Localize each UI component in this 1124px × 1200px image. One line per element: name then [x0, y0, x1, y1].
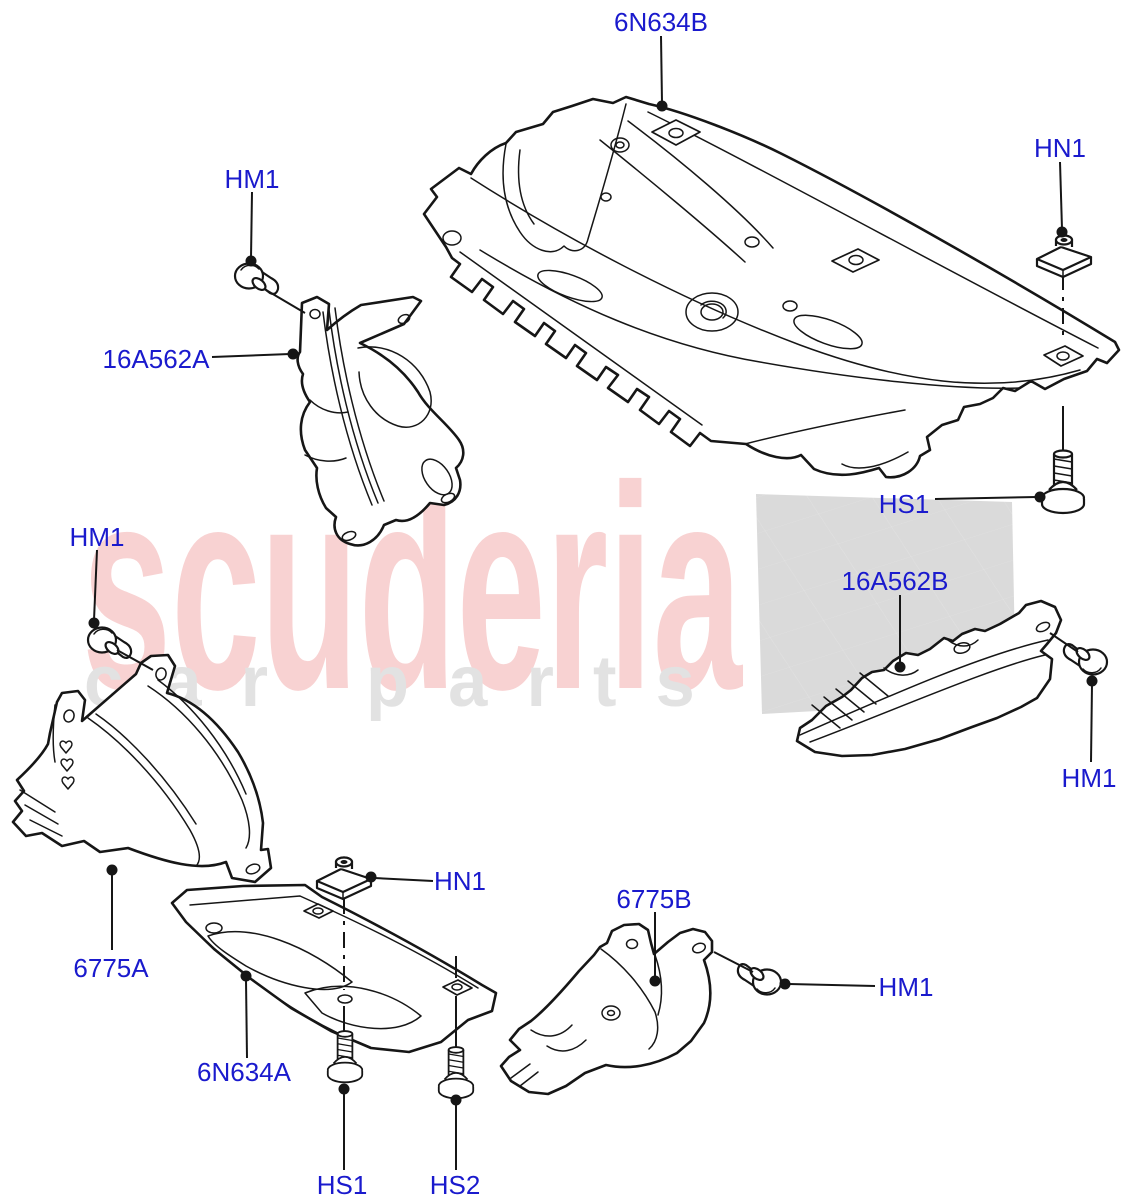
- leader-hn1-top: [1056, 161, 1068, 238]
- leader-hm1-top: [245, 191, 257, 267]
- pin-link-line-right: [1049, 632, 1079, 653]
- callout-hn1-top: HN1: [1034, 133, 1086, 163]
- leader-hs1-right: [934, 491, 1046, 503]
- part-skid-plate-6775a: [11, 653, 273, 884]
- callout-16a562b: 16A562B: [842, 566, 949, 596]
- leader-hn1-bottom: [365, 871, 434, 883]
- leader-lines: [88, 35, 1098, 1170]
- callout-hs1-bottom: HS1: [317, 1170, 368, 1200]
- pin-link-line-top: [265, 289, 306, 314]
- callout-6n634b: 6N634B: [614, 7, 708, 37]
- screw-hs1-right: [1040, 449, 1086, 515]
- callout-6n634a: 6N634A: [197, 1057, 292, 1087]
- pin-link-line-bottom-right: [713, 951, 754, 973]
- callout-hs2: HS2: [430, 1170, 481, 1200]
- push-pin-hm1-top: [233, 262, 280, 295]
- callout-hm1-right: HM1: [1062, 763, 1117, 793]
- leader-6775b: [649, 912, 661, 987]
- callout-6775a: 6775A: [73, 953, 149, 983]
- screw-hs2: [437, 1046, 475, 1100]
- callout-hm1-top: HM1: [225, 164, 280, 194]
- leader-hs1-bottom: [338, 1083, 350, 1170]
- leader-hm1-right: [1086, 675, 1098, 763]
- callout-16a562a: 16A562A: [103, 344, 211, 374]
- leader-hm1-left: [88, 549, 100, 629]
- leader-6n634a: [240, 970, 252, 1059]
- part-underbody-shield-6n634a: [170, 883, 498, 1054]
- callout-6775b: 6775B: [616, 884, 691, 914]
- pin-link-line-left: [116, 649, 154, 671]
- leader-16a562a: [211, 348, 299, 360]
- part-heat-shield-6775b: [499, 922, 714, 1096]
- callout-labels: 6N634B HM1 HN1 16A562A HS1 HM1 16A562B H…: [70, 7, 1117, 1200]
- fasteners: [86, 234, 1109, 1100]
- leader-6775a: [106, 864, 118, 950]
- leader-6n634b: [656, 35, 668, 112]
- part-shield-bracket-16a562a: [296, 295, 465, 547]
- leader-hs2: [450, 1094, 462, 1170]
- push-pin-hm1-right: [1062, 642, 1109, 676]
- leader-hm1-bottom-right: [779, 978, 876, 990]
- part-heat-shield-16a562b: [795, 599, 1063, 758]
- callout-hs1-right: HS1: [879, 489, 930, 519]
- callout-hm1-left: HM1: [70, 522, 125, 552]
- clip-nut-hn1-top: [1035, 234, 1093, 279]
- part-underbody-shield-6n634b: [422, 95, 1121, 479]
- callout-hn1-bottom: HN1: [434, 866, 486, 896]
- callout-hm1-bottom-right: HM1: [879, 972, 934, 1002]
- leader-16a562b: [894, 595, 906, 673]
- fastener-axis-lines: [343, 274, 1064, 1050]
- clip-nut-hn1-bottom: [315, 856, 373, 901]
